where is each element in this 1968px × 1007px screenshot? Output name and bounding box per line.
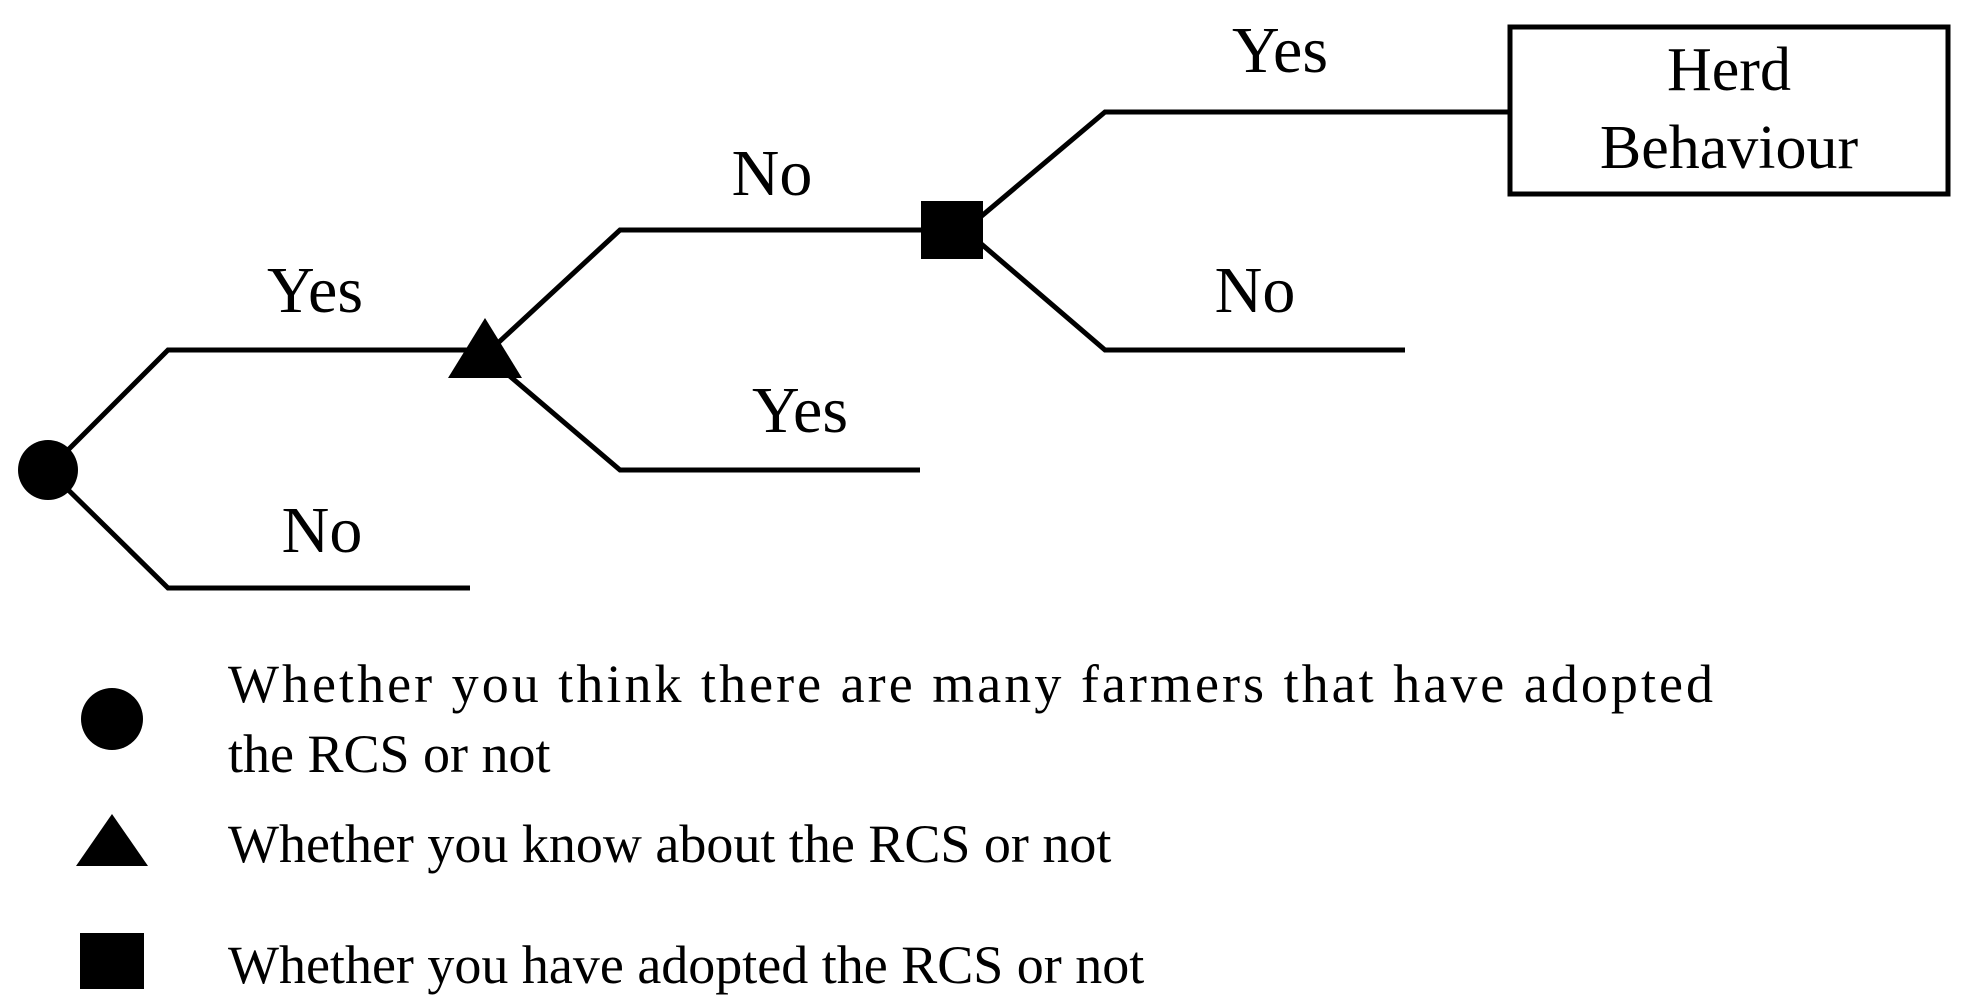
- root-circle-node: [18, 440, 78, 500]
- outcome-box: Herd Behaviour: [1507, 24, 1951, 197]
- second-yes-label: Yes: [752, 374, 848, 447]
- legend-square-icon: [80, 933, 144, 989]
- legend-circle-icon: [81, 688, 143, 750]
- root-no-branch: [46, 468, 470, 591]
- third-no-label: No: [1215, 254, 1296, 327]
- second-no-label: No: [732, 137, 813, 210]
- legend: Whether you think there are many farmers…: [76, 654, 1713, 995]
- root-yes-branch: [46, 347, 490, 472]
- outcome-box-border: [1507, 24, 1951, 197]
- outcome-line-1: Herd: [1667, 36, 1791, 104]
- second-yes-branch: [483, 353, 920, 473]
- second-no-branch: [483, 227, 930, 357]
- root-no-label: No: [282, 494, 363, 567]
- legend-triangle-text: Whether you know about the RCS or not: [228, 814, 1111, 874]
- root-yes-label: Yes: [267, 254, 363, 327]
- third-yes-branch: [963, 109, 1510, 232]
- third-yes-label: Yes: [1232, 14, 1328, 87]
- third-no-branch: [963, 228, 1405, 353]
- legend-square-text: Whether you have adopted the RCS or not: [228, 935, 1144, 995]
- legend-triangle-icon: [76, 814, 148, 866]
- second-triangle-node: [448, 318, 522, 378]
- outcome-line-2: Behaviour: [1600, 114, 1859, 182]
- legend-circle-text-line-1: Whether you think there are many farmers…: [228, 654, 1713, 714]
- third-square-node: [921, 201, 983, 259]
- legend-circle-text-line-2: the RCS or not: [228, 724, 551, 784]
